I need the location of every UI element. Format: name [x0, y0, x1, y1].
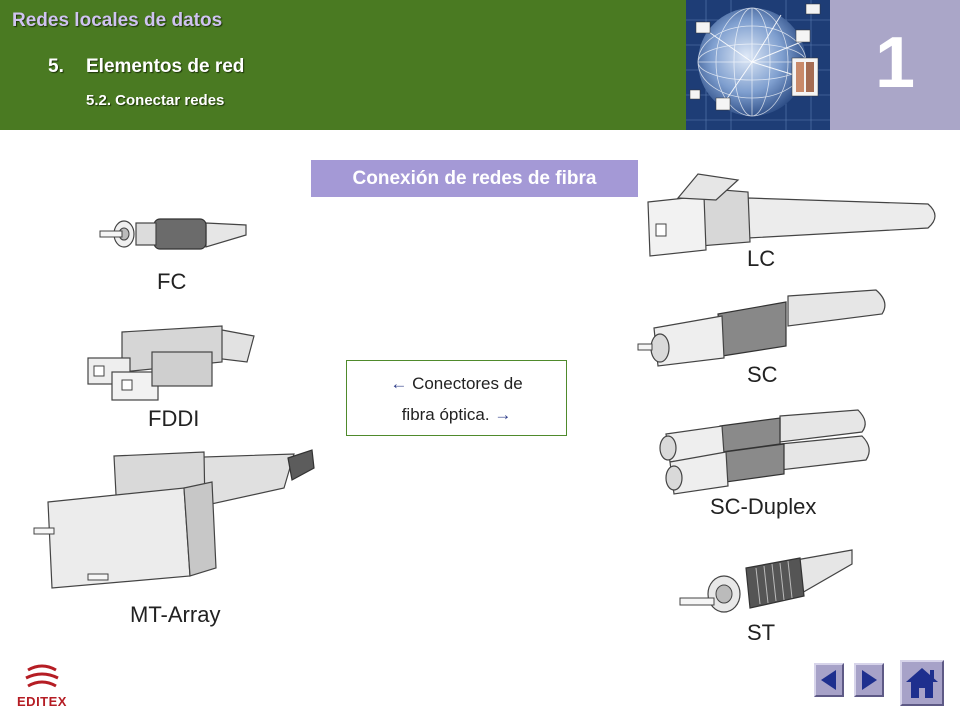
caption-line-2: fibra óptica. [401, 405, 490, 424]
lc-connector: LC [638, 168, 948, 273]
home-button[interactable] [900, 660, 944, 706]
home-icon [906, 668, 938, 698]
section-heading: 5. Elementos de red [48, 56, 244, 78]
section-title: Elementos de red [86, 56, 245, 77]
forward-arrow-icon: → [494, 405, 512, 424]
sc-connector-drawing [637, 289, 886, 367]
next-slide-button[interactable] [854, 663, 884, 697]
back-arrow-icon: ← [390, 374, 408, 393]
header-title: Redes locales de datos [12, 10, 223, 31]
caption-box: ← Conectores de fibra óptica. → [346, 360, 567, 436]
previous-slide-button[interactable] [814, 663, 844, 697]
fc-label: FC [157, 269, 187, 294]
editex-logo-icon [25, 664, 59, 688]
st-label: ST [747, 620, 776, 645]
subsection-heading: 5.2. Conectar redes [86, 92, 225, 109]
caption-line-1: Conectores de [412, 374, 523, 393]
mt-array-label: MT-Array [130, 602, 221, 627]
sc-duplex-connector-drawing [659, 409, 870, 495]
mt-array-connector-drawing [33, 449, 315, 589]
sc-connector: SC [637, 286, 948, 391]
fddi-connector: FDDI [82, 322, 257, 437]
logo-text: EDITEX [17, 694, 67, 709]
header: Redes locales de datos 5. Elementos de re… [0, 0, 960, 130]
slide-title: Conexión de redes de fibra [311, 160, 638, 197]
editex-logo: EDITEX [10, 664, 74, 712]
unit-badge: 1 [830, 0, 960, 130]
lc-connector-drawing [647, 173, 936, 257]
fddi-connector-drawing [87, 325, 255, 401]
globe-network-image [686, 0, 830, 130]
triangle-right-icon [862, 670, 877, 690]
st-connector-drawing [679, 549, 853, 613]
fc-connector: FC [96, 205, 256, 295]
triangle-left-icon [821, 670, 836, 690]
fc-connector-drawing [99, 218, 247, 250]
fddi-label: FDDI [148, 406, 200, 431]
section-number: 5. [48, 56, 64, 77]
st-connector: ST [676, 546, 856, 648]
sc-label: SC [747, 362, 778, 387]
mt-array-connector: MT-Array [33, 448, 324, 633]
sc-duplex-connector: SC-Duplex [650, 404, 950, 524]
sc-duplex-label: SC-Duplex [710, 494, 817, 519]
header-bar: Redes locales de datos 5. Elementos de re… [0, 0, 686, 130]
unit-number: 1 [874, 23, 916, 103]
lc-label: LC [747, 246, 776, 271]
